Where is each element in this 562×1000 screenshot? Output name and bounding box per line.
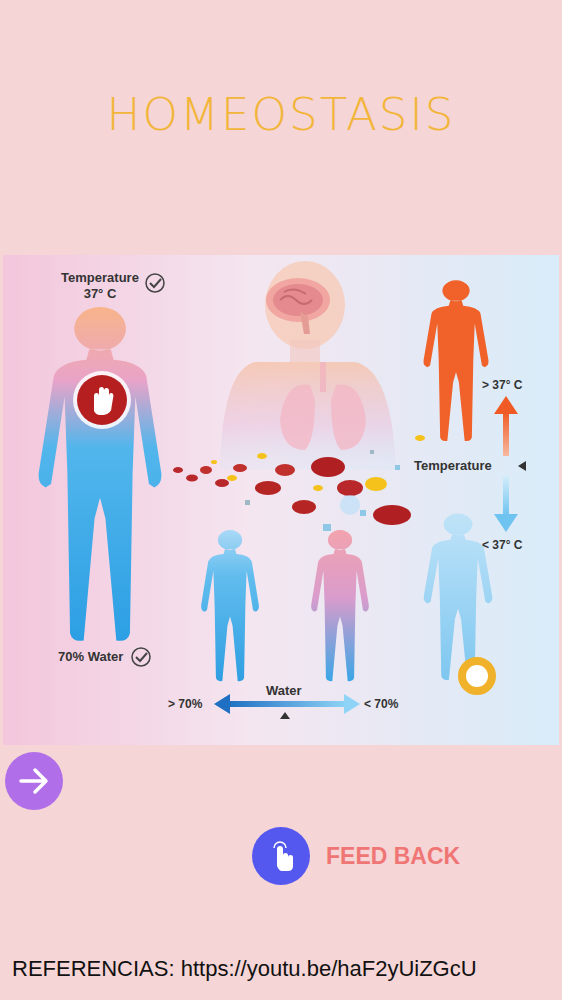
next-button bbox=[5, 752, 63, 810]
illustration-panel bbox=[3, 255, 559, 745]
feedback-button bbox=[252, 827, 310, 885]
blood-cells bbox=[173, 435, 425, 531]
check-icon bbox=[132, 648, 150, 666]
references-caption: REFERENCIAS: https://youtu.be/haF2yUiZGc… bbox=[12, 956, 477, 982]
water-high: > 70% bbox=[168, 697, 202, 711]
main-figure bbox=[39, 307, 162, 641]
temperature-arrow bbox=[494, 396, 526, 532]
central-figure bbox=[220, 261, 396, 470]
hot-figure bbox=[423, 280, 488, 441]
temperature-normal: Temperature 37° C bbox=[50, 270, 150, 301]
ring-marker bbox=[462, 661, 492, 691]
page-title: HOMEOSTASIS bbox=[0, 88, 562, 141]
temperature-low: < 37° C bbox=[482, 538, 523, 552]
temperature-high: > 37° C bbox=[482, 378, 523, 392]
water-high-figure bbox=[201, 530, 259, 681]
water-low: < 70% bbox=[364, 697, 398, 711]
water-low-figure bbox=[311, 530, 369, 681]
water-label: Water bbox=[266, 683, 302, 699]
feedback-label: FEED BACK bbox=[326, 843, 460, 871]
temperature-label: Temperature bbox=[414, 458, 492, 474]
stop-badge bbox=[73, 371, 131, 429]
water-normal: 70% Water bbox=[58, 649, 123, 665]
check-icon bbox=[146, 274, 164, 292]
